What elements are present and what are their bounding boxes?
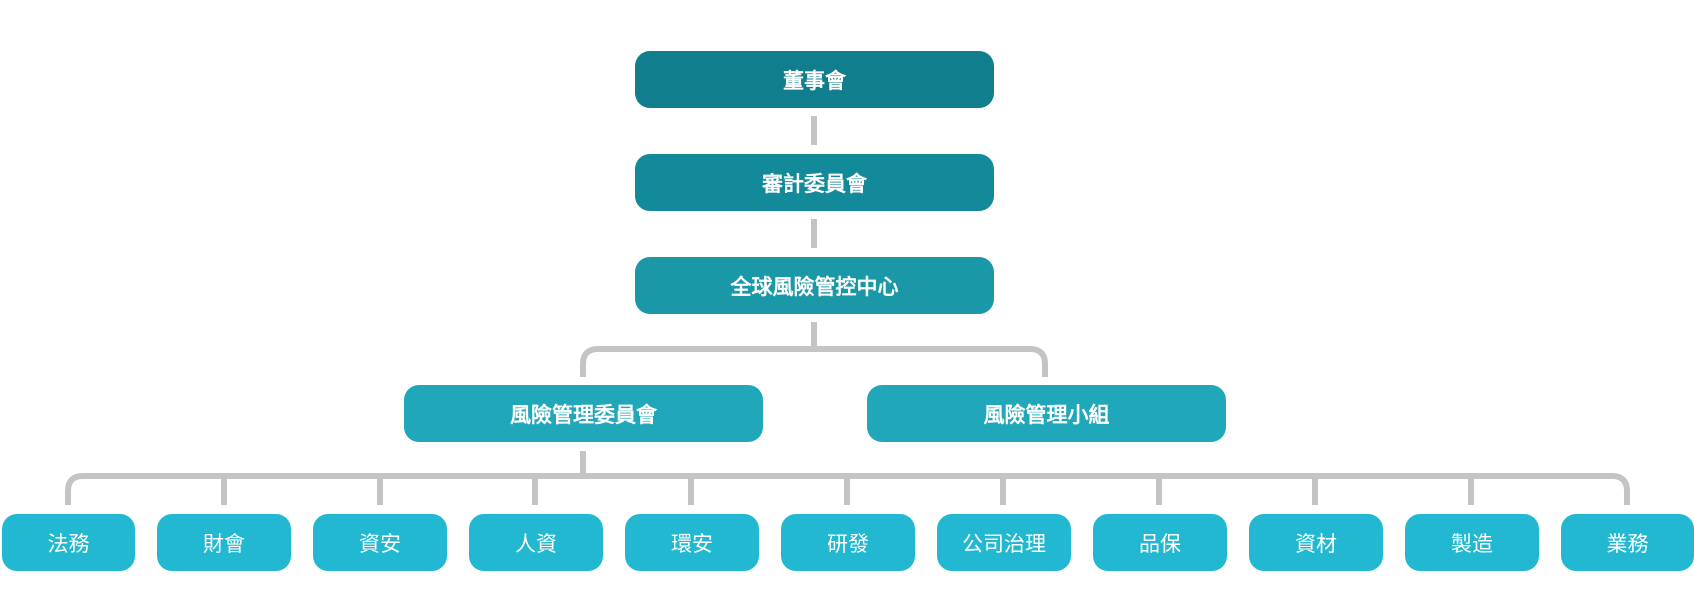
- department-label: 財會: [203, 531, 245, 556]
- department-label: 環安: [671, 531, 713, 556]
- node-department: 環安: [625, 514, 759, 571]
- node-audit-committee-label: 審計委員會: [762, 171, 867, 196]
- node-audit-committee: 審計委員會: [635, 154, 994, 211]
- node-risk-team-label: 風險管理小組: [983, 402, 1110, 427]
- node-department: 法務: [2, 514, 135, 571]
- connector-committee-bracket: [580, 346, 1048, 377]
- department-label: 法務: [47, 531, 90, 556]
- department-label: 公司治理: [962, 531, 1046, 556]
- department-label: 資安: [359, 531, 401, 556]
- node-department: 業務: [1561, 514, 1694, 571]
- node-department: 製造: [1405, 514, 1539, 571]
- department-label: 品保: [1139, 531, 1181, 556]
- node-department: 財會: [157, 514, 291, 571]
- node-risk-committee: 風險管理委員會: [404, 385, 763, 442]
- node-department: 資安: [313, 514, 447, 571]
- node-board-label: 董事會: [783, 68, 846, 93]
- node-risk-committee-label: 風險管理委員會: [510, 402, 657, 427]
- department-label: 資材: [1295, 531, 1337, 556]
- node-risk-center: 全球風險管控中心: [635, 257, 994, 314]
- node-department: 研發: [781, 514, 915, 571]
- department-label: 業務: [1606, 531, 1649, 556]
- node-risk-team: 風險管理小組: [867, 385, 1226, 442]
- node-department: 人資: [469, 514, 603, 571]
- node-department: 品保: [1093, 514, 1227, 571]
- department-label: 研發: [827, 531, 869, 556]
- node-department: 公司治理: [937, 514, 1071, 571]
- node-department: 資材: [1249, 514, 1383, 571]
- department-label: 人資: [515, 531, 557, 556]
- department-label: 製造: [1451, 531, 1493, 556]
- node-board: 董事會: [635, 51, 994, 108]
- node-risk-center-label: 全球風險管控中心: [730, 274, 899, 299]
